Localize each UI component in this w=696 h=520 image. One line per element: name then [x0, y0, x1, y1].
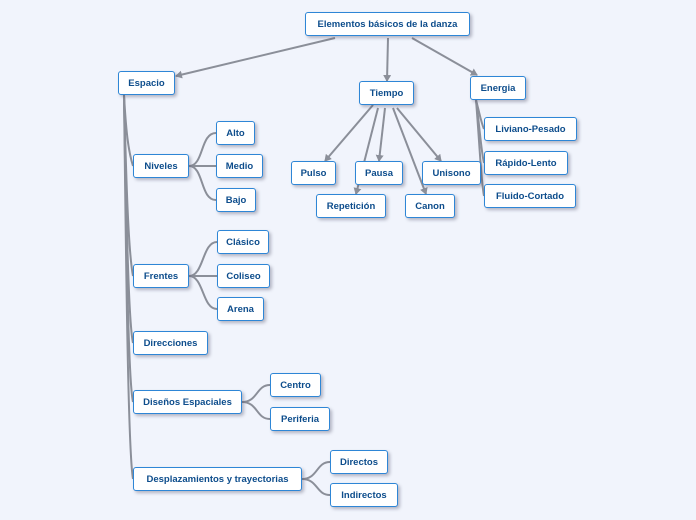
- pausa-node[interactable]: Pausa: [355, 161, 403, 185]
- canon-node[interactable]: Canon: [405, 194, 455, 218]
- pulso-node[interactable]: Pulso: [291, 161, 336, 185]
- repeticion-node[interactable]: Repetición: [316, 194, 386, 218]
- energia-node[interactable]: Energia: [470, 76, 526, 100]
- desplazamientos-node[interactable]: Desplazamientos y trayectorias: [133, 467, 302, 491]
- coliseo-node[interactable]: Coliseo: [217, 264, 270, 288]
- bajo-node[interactable]: Bajo: [216, 188, 256, 212]
- unisono-node[interactable]: Unisono: [422, 161, 481, 185]
- clasico-node[interactable]: Clásico: [217, 230, 269, 254]
- medio-node[interactable]: Medio: [216, 154, 263, 178]
- periferia-node[interactable]: Periferia: [270, 407, 330, 431]
- liviano-pesado-node[interactable]: Liviano-Pesado: [484, 117, 577, 141]
- arena-node[interactable]: Arena: [217, 297, 264, 321]
- centro-node[interactable]: Centro: [270, 373, 321, 397]
- alto-node[interactable]: Alto: [216, 121, 255, 145]
- root-node[interactable]: Elementos básicos de la danza: [305, 12, 470, 36]
- disenos-espaciales-node[interactable]: Diseños Espaciales: [133, 390, 242, 414]
- rapido-lento-node[interactable]: Rápido-Lento: [484, 151, 568, 175]
- niveles-node[interactable]: Niveles: [133, 154, 189, 178]
- fluido-cortado-node[interactable]: Fluido-Cortado: [484, 184, 576, 208]
- espacio-node[interactable]: Espacio: [118, 71, 175, 95]
- frentes-node[interactable]: Frentes: [133, 264, 189, 288]
- directos-node[interactable]: Directos: [330, 450, 388, 474]
- direcciones-node[interactable]: Direcciones: [133, 331, 208, 355]
- indirectos-node[interactable]: Indirectos: [330, 483, 398, 507]
- tiempo-node[interactable]: Tiempo: [359, 81, 414, 105]
